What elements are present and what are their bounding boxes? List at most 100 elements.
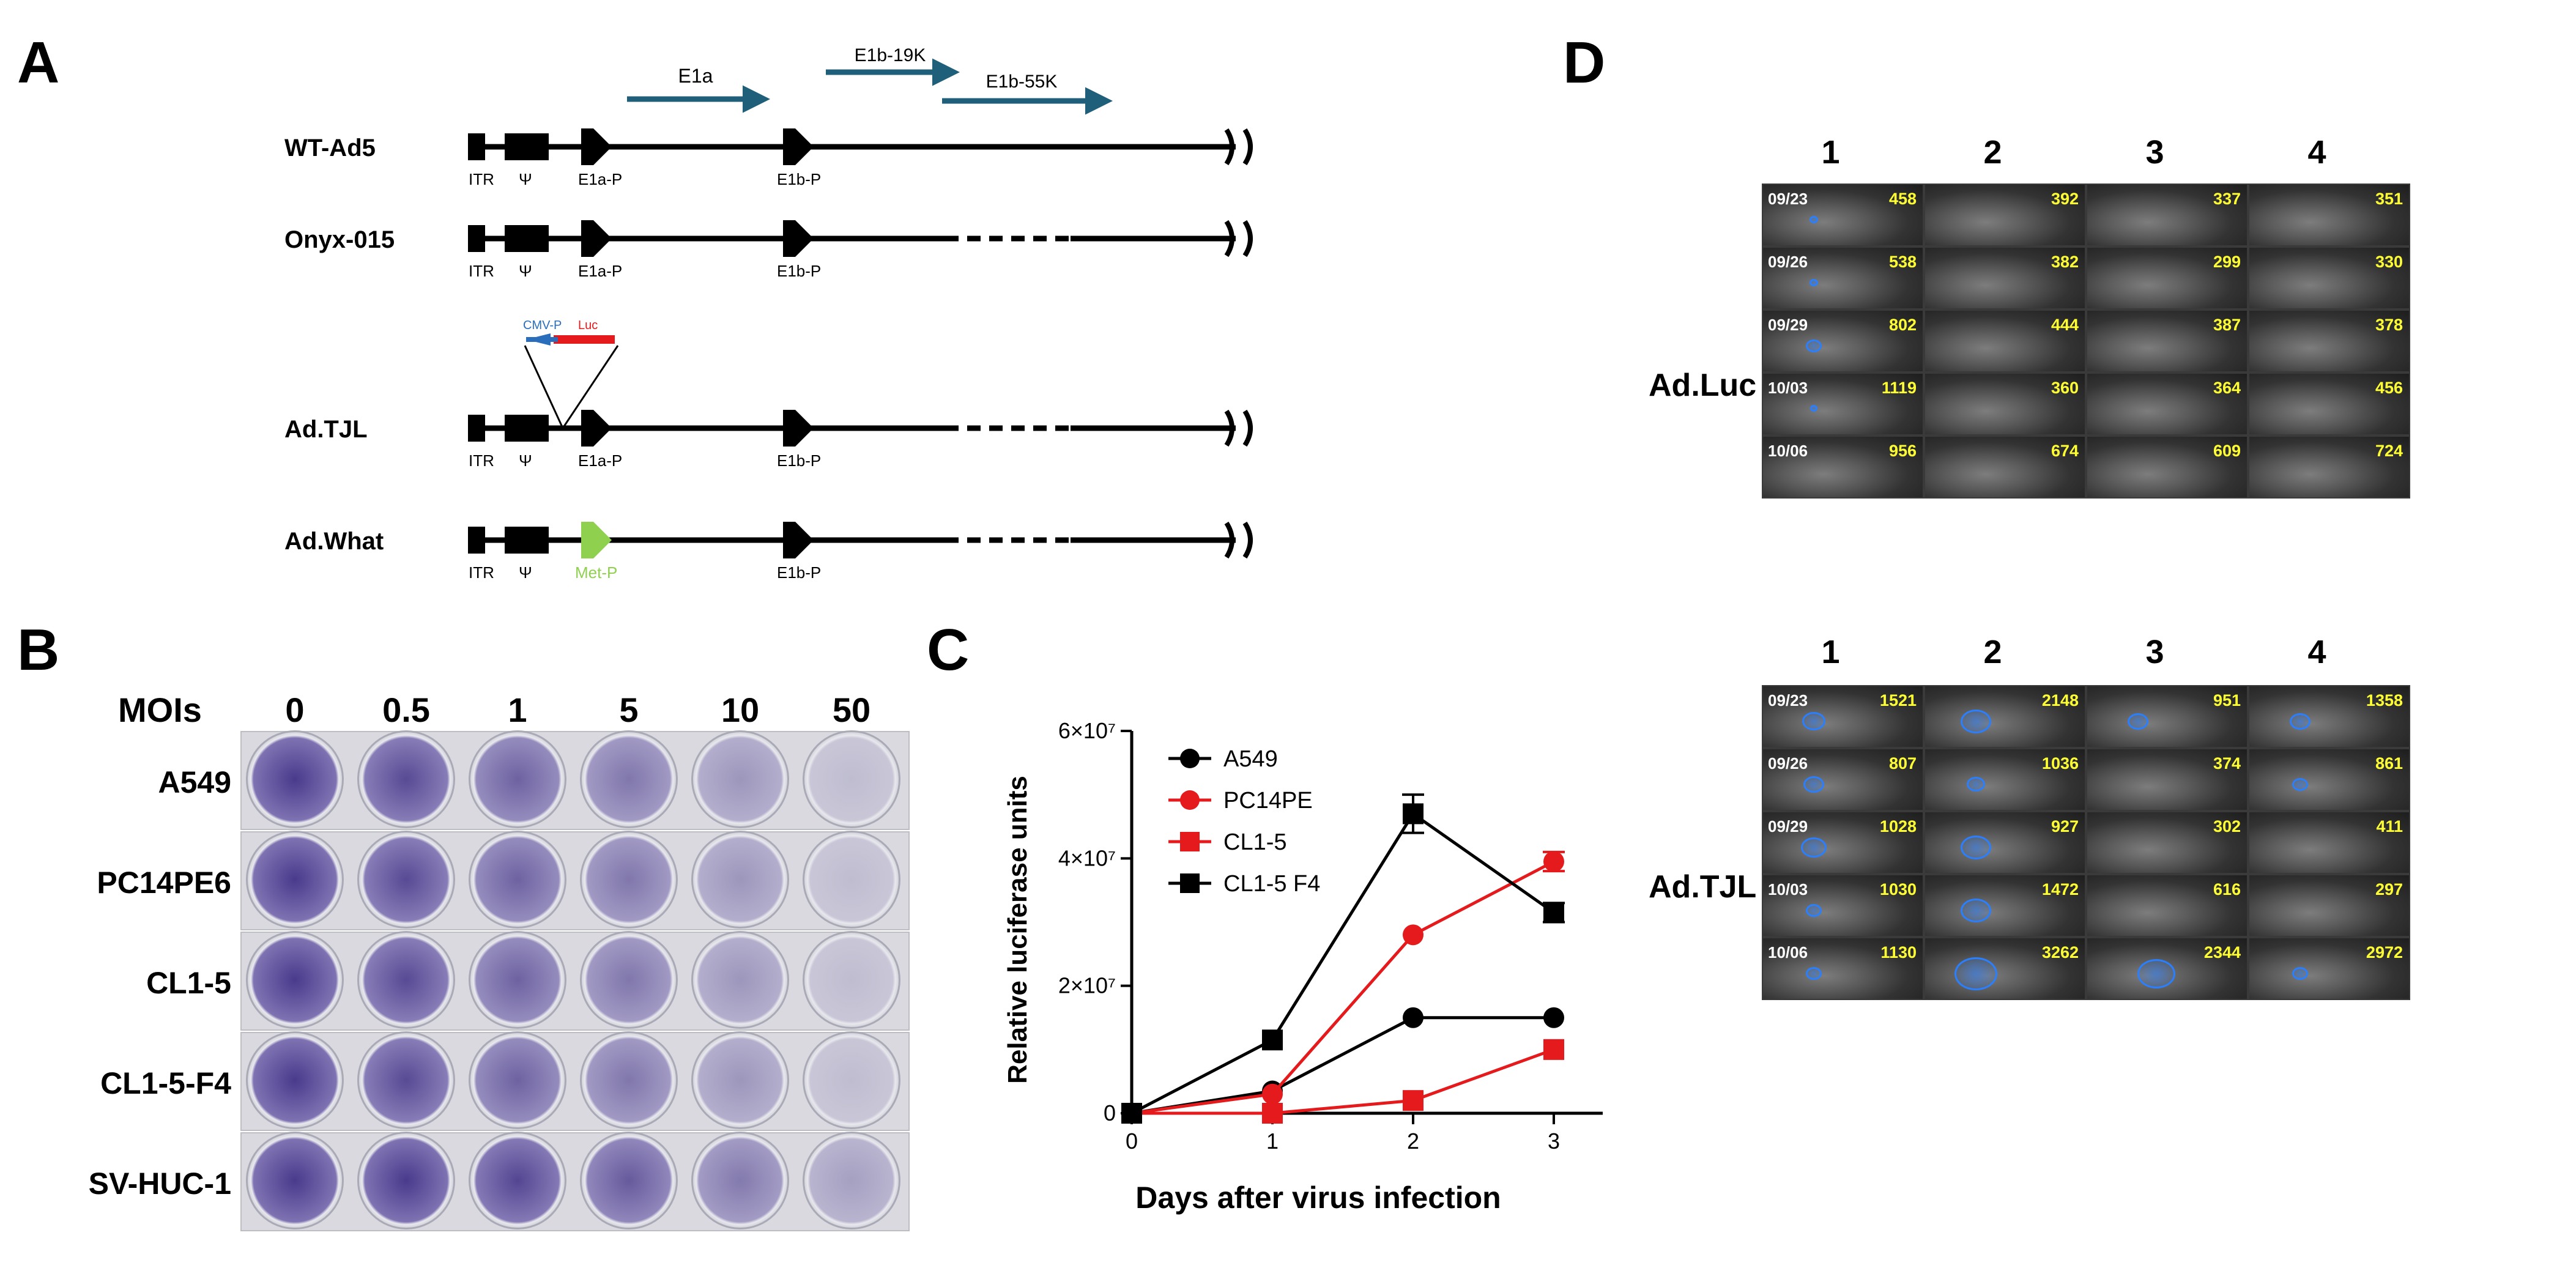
- bioluminescence-signal: [2292, 966, 2308, 980]
- promoter-label: Met-P: [575, 563, 617, 582]
- moi-header: 0.5: [382, 691, 430, 729]
- bioluminescence-signal: [1802, 712, 1825, 731]
- y-axis-label: Relative luciferase units: [1003, 776, 1033, 1084]
- signal-intensity-value: 330: [2375, 253, 2403, 271]
- treatment-group-label: Ad.Luc: [1649, 368, 1757, 403]
- bioluminescence-signal: [1960, 836, 1991, 860]
- mouse-column-number: 3: [2145, 134, 2164, 171]
- assay-well: [246, 831, 344, 929]
- signal-intensity-value: 411: [2376, 817, 2403, 836]
- mouse-column-number: 4: [2307, 634, 2326, 670]
- cell-line-label: A549: [158, 765, 231, 799]
- construct-name: Ad.TJL: [284, 416, 368, 443]
- series-line: [1131, 1016, 1554, 1115]
- assay-well: [691, 831, 789, 929]
- legend-label: CL1-5 F4: [1223, 871, 1320, 897]
- construct-ad-what: Ad.What ITR Ψ Met-P E1b-P: [284, 521, 1253, 582]
- assay-well: [357, 831, 455, 929]
- data-point: [1543, 1039, 1564, 1060]
- signal-intensity-value: 387: [2213, 316, 2241, 334]
- signal-intensity-value: 609: [2213, 442, 2241, 460]
- mouse-image: 374: [2086, 748, 2248, 811]
- bioluminescence-signal: [2127, 713, 2148, 730]
- data-point: [1403, 1007, 1423, 1028]
- mouse-column-number: 2: [1983, 134, 2002, 171]
- legend-marker: [1180, 749, 1200, 768]
- bioluminescence-signal: [1966, 777, 1985, 792]
- plate-strip: [240, 1032, 910, 1131]
- signal-intensity-value: 382: [2051, 253, 2079, 271]
- assay-well: [580, 931, 678, 1029]
- bioluminescence-signal: [1805, 903, 1822, 917]
- mouse-image: 724: [2248, 436, 2410, 499]
- assay-well: [803, 931, 900, 1029]
- y-tick-label: 0: [1104, 1100, 1116, 1125]
- legend-marker: [1180, 832, 1200, 851]
- mouse-image: 616: [2086, 874, 2248, 937]
- luciferase-insert: CMV-P Luc: [523, 319, 619, 429]
- luc-bar: [554, 335, 615, 344]
- imaging-date: 09/29: [1768, 817, 1808, 836]
- assay-well: [246, 1031, 344, 1129]
- assay-well: [246, 931, 344, 1029]
- panel-letter-d: D: [1563, 30, 1606, 95]
- bioluminescence-signal: [1960, 899, 1991, 923]
- luc-label: Luc: [578, 319, 598, 332]
- data-point: [1262, 1103, 1283, 1124]
- x-tick-label: 2: [1407, 1129, 1419, 1154]
- signal-intensity-value: 302: [2213, 817, 2241, 836]
- signal-intensity-value: 299: [2213, 253, 2241, 271]
- bioluminescence-signal: [1809, 278, 1818, 286]
- mouse-image: 337: [2086, 184, 2248, 247]
- gene-arrows: E1a E1b-19K E1b-55K: [627, 45, 1113, 115]
- mouse-image: 674: [1924, 436, 2086, 499]
- mouse-image: 1358: [2248, 685, 2410, 748]
- itr-label: ITR: [469, 262, 494, 280]
- mouse-image: 1036: [1924, 748, 2086, 811]
- construct-ad-tjl: Ad.TJL ITR Ψ E1a-P E1b-P: [284, 409, 1253, 470]
- promoter-label: E1a-P: [578, 170, 622, 188]
- cell-line-label: CL1-5: [146, 966, 231, 1000]
- signal-intensity-value: 927: [2051, 817, 2079, 836]
- y-tick-label: 6×10⁷: [1058, 718, 1116, 743]
- mouse-image: 456: [2248, 373, 2410, 436]
- mouse-image: 299: [2086, 247, 2248, 310]
- signal-intensity-value: 1036: [2041, 754, 2079, 773]
- promoter-label: E1b-P: [777, 170, 821, 188]
- mouse-image: 364: [2086, 373, 2248, 436]
- psi-label: Ψ: [519, 170, 532, 188]
- signal-intensity-value: 297: [2375, 880, 2403, 899]
- construct-onyx-015: Onyx-015 ITR Ψ E1a-P E1b-P: [284, 220, 1253, 280]
- imaging-date: 10/03: [1768, 880, 1808, 899]
- itr-label: ITR: [469, 170, 494, 188]
- moi-header: 0: [285, 691, 305, 729]
- signal-intensity-value: 1130: [1880, 943, 1917, 962]
- assay-well: [691, 1132, 789, 1229]
- signal-intensity-value: 1030: [1879, 880, 1917, 899]
- y-tick-label: 4×10⁷: [1058, 845, 1116, 870]
- cell-line-label: PC14PE6: [97, 866, 231, 900]
- assay-well: [691, 730, 789, 828]
- itr-label: ITR: [469, 563, 494, 582]
- plate-strip: [240, 731, 910, 830]
- bioluminescence-signal: [1805, 339, 1822, 352]
- moi-header: 1: [508, 691, 527, 729]
- signal-intensity-value: 1472: [2041, 880, 2079, 899]
- assay-well: [469, 931, 566, 1029]
- signal-intensity-value: 538: [1888, 253, 1917, 271]
- bioluminescence-signal: [2292, 777, 2308, 791]
- assay-well: [357, 730, 455, 828]
- signal-intensity-value: 674: [2051, 442, 2079, 460]
- mouse-column-number: 2: [1983, 634, 2002, 670]
- e1b55-label: E1b-55K: [986, 72, 1058, 92]
- x-tick-label: 3: [1548, 1129, 1560, 1154]
- data-point: [1262, 1029, 1283, 1051]
- construct-wt-ad5: WT-Ad5 ITR Ψ E1a-P E1b-P: [284, 128, 1253, 188]
- signal-intensity-value: 807: [1888, 754, 1917, 773]
- mouse-image: 330: [2248, 247, 2410, 310]
- signal-intensity-value: 951: [2213, 691, 2241, 710]
- mouse-image: 387: [2086, 310, 2248, 373]
- mouse-image: 297: [2248, 874, 2410, 937]
